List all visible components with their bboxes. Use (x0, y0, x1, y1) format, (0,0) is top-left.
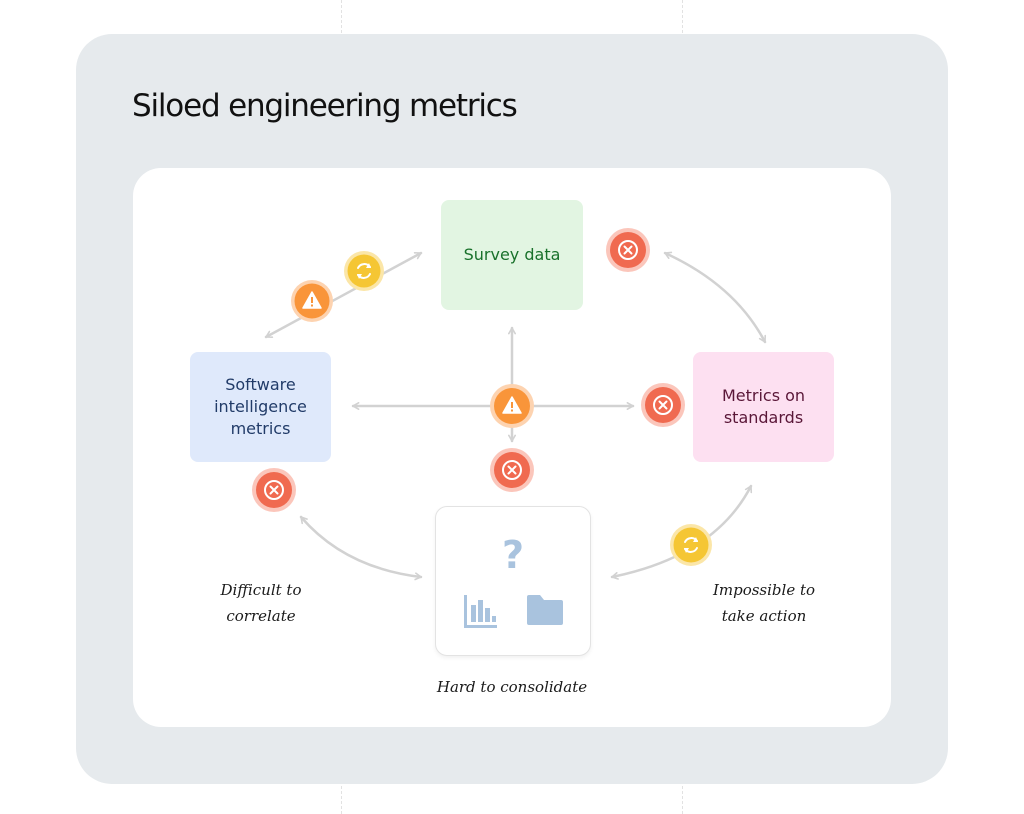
arrow-software-survey (264, 251, 423, 339)
sync-badge-bottom-right (670, 524, 712, 566)
impossible-to-take-action-note: Impossible to take action (712, 581, 816, 625)
error-badge-top-right (606, 228, 650, 272)
arrow-survey-standards (663, 251, 767, 344)
arrow-software-consolidate (299, 515, 423, 581)
warning-badge-top-left (291, 280, 333, 322)
folder-icon (527, 595, 563, 625)
software-metrics-box: Software intelligence metrics (190, 352, 331, 462)
bar-chart-icon (464, 595, 497, 628)
page-title: Siloed engineering metrics (132, 88, 518, 124)
error-badge-center-bottom (490, 448, 534, 492)
error-badge-center-right (641, 383, 685, 427)
consolidation-box: ? (435, 506, 591, 656)
question-mark: ? (501, 533, 525, 577)
error-badge-bottom-left (252, 468, 296, 512)
survey-data-label: Survey data (463, 245, 561, 264)
difficult-to-correlate-note: Difficult to correlate (220, 581, 302, 625)
hard-to-consolidate-note: Hard to consolidate (436, 678, 588, 696)
software-metrics-label: Software intelligence metrics (214, 375, 307, 438)
standards-metrics-label: Metrics on standards (721, 386, 806, 427)
warning-badge-center (490, 384, 534, 428)
survey-data-box: Survey data (441, 200, 583, 310)
sync-badge-top-left (344, 251, 384, 291)
standards-metrics-box: Metrics on standards (693, 352, 834, 462)
